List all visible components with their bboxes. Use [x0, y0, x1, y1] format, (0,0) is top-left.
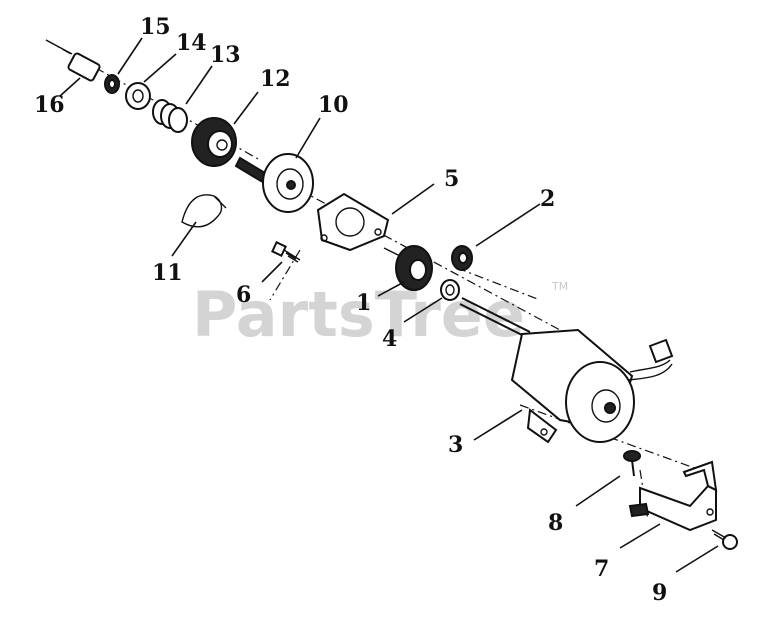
watermark-trademark: TM — [551, 280, 568, 293]
part-10-drive-disc — [234, 153, 314, 213]
callout-5: 5 — [444, 166, 459, 192]
callout-3: 3 — [448, 432, 463, 458]
part-5-housing-plate — [316, 192, 390, 252]
leader-12 — [233, 91, 259, 125]
leader-10 — [295, 117, 321, 159]
callout-labels: 1 2 3 4 5 6 7 8 9 10 11 12 13 14 15 16 — [34, 14, 667, 606]
leader-16 — [59, 77, 81, 97]
leader-13 — [185, 65, 213, 105]
leader-6 — [261, 261, 283, 283]
callout-11: 11 — [152, 260, 183, 286]
callout-12: 12 — [260, 66, 291, 92]
part-2-small-gear — [451, 245, 473, 271]
leader-7 — [619, 523, 661, 549]
callout-2: 2 — [540, 186, 555, 212]
leader-8 — [575, 475, 621, 507]
leader-5 — [391, 183, 435, 215]
part-8-screw — [623, 450, 641, 477]
callout-14: 14 — [176, 30, 207, 56]
part-6-screw — [271, 241, 301, 263]
part-12-pinion-gear — [191, 117, 237, 167]
part-3-starter-motor — [459, 297, 674, 444]
watermark-text: PartsTree — [192, 278, 525, 351]
callout-10: 10 — [318, 92, 349, 118]
leader-15 — [117, 37, 143, 75]
callout-9: 9 — [652, 580, 667, 606]
leader-11 — [171, 221, 197, 257]
part-1-gear — [383, 245, 433, 291]
leader-14 — [143, 53, 177, 83]
callout-7: 7 — [594, 556, 609, 582]
leader-3 — [473, 409, 523, 441]
callout-6: 6 — [236, 282, 251, 308]
part-16-sleeve — [45, 39, 101, 82]
callout-1: 1 — [356, 290, 371, 316]
leader-lines — [59, 37, 719, 573]
callout-13: 13 — [210, 42, 241, 68]
part-9-screw — [711, 529, 738, 550]
leader-2 — [475, 203, 541, 247]
part-11-clip — [181, 194, 227, 228]
leader-1 — [377, 281, 405, 297]
callout-4: 4 — [382, 326, 397, 352]
part-4-washer — [440, 279, 460, 301]
callout-16: 16 — [34, 92, 65, 118]
part-15-retainer — [104, 74, 120, 94]
part-7-bracket — [628, 460, 718, 532]
part-14-cap — [125, 82, 151, 110]
leader-4 — [403, 297, 443, 323]
callout-8: 8 — [548, 510, 563, 536]
leader-9 — [675, 545, 719, 573]
part-13-spring — [152, 99, 188, 133]
callout-15: 15 — [140, 14, 171, 40]
